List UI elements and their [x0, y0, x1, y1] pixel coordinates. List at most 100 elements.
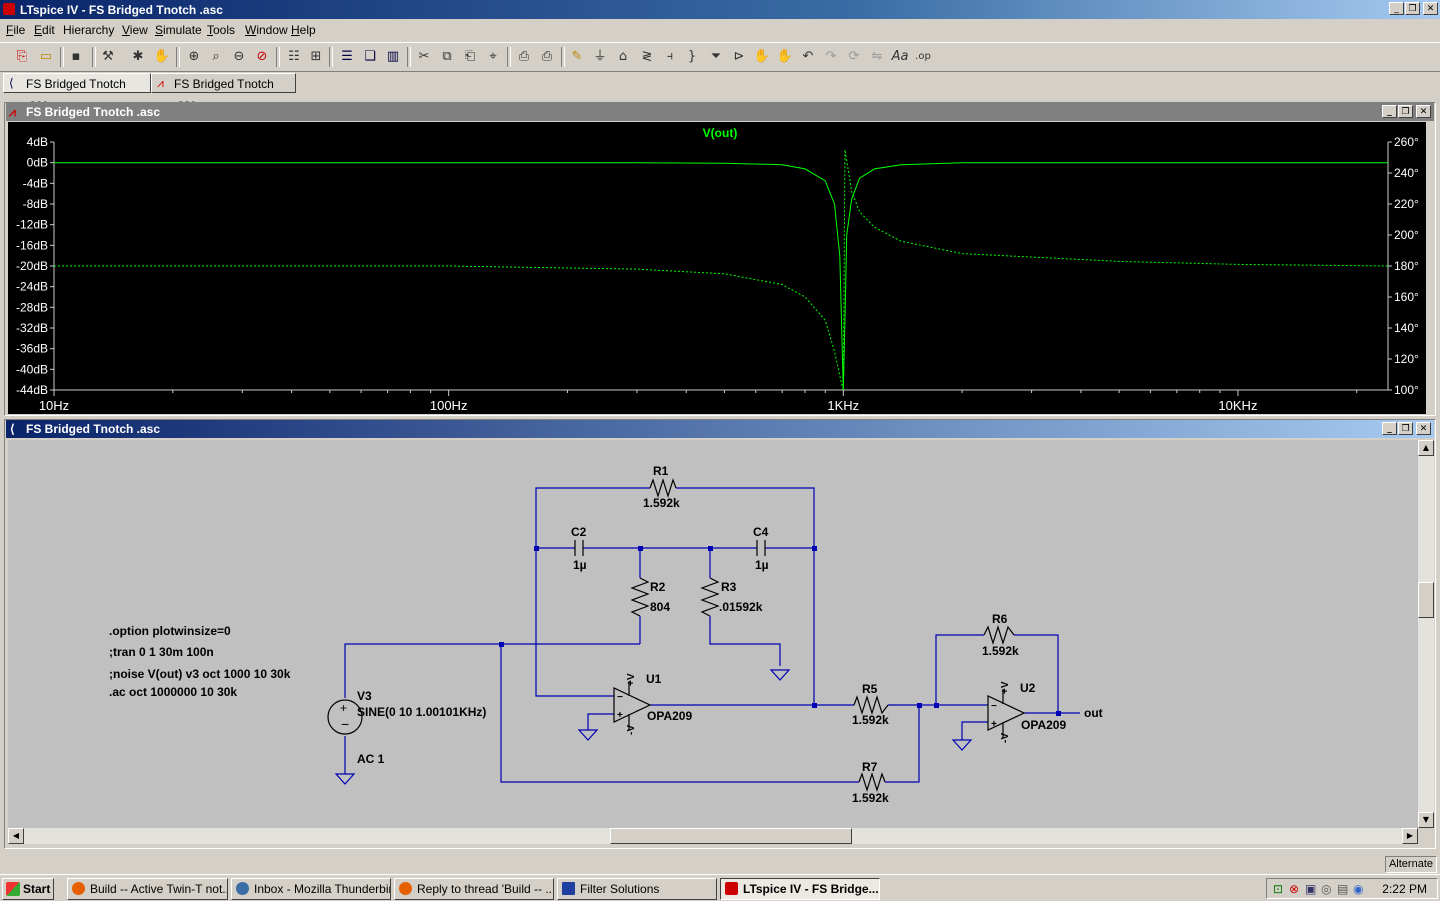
label-net-icon[interactable]: ⌂: [618, 49, 628, 64]
v3-value[interactable]: SINE(0 10 1.00101KHz): [357, 705, 486, 719]
new-schematic-icon[interactable]: ⎘: [16, 49, 28, 64]
printer-icon[interactable]: ▤: [1337, 882, 1349, 896]
minimize-button[interactable]: _: [1389, 2, 1404, 15]
pan-icon[interactable]: ⌕: [212, 49, 220, 64]
menu-view[interactable]: View: [122, 23, 148, 37]
waveform-plot[interactable]: V(out) 4dB0dB-4dB-8dB-12dB-16dB-20dB-24d…: [8, 122, 1426, 414]
zoom-out-icon[interactable]: ⊖: [233, 49, 245, 64]
redo-icon[interactable]: ↷: [825, 49, 837, 64]
cut-icon[interactable]: ✂: [418, 49, 430, 64]
c4-value[interactable]: 1µ: [755, 558, 769, 572]
menu-file[interactable]: File: [6, 23, 26, 37]
wire-pencil-icon[interactable]: ✎: [571, 49, 583, 64]
run-icon[interactable]: ✱: [132, 49, 144, 64]
schematic-close-button[interactable]: ✕: [1416, 422, 1431, 435]
bluetooth-icon[interactable]: ◉: [1353, 882, 1364, 896]
clock[interactable]: 2:22 PM: [1382, 882, 1427, 896]
schematic-canvas[interactable]: + − R1 1.592k C2 1µ C4 1µ R2 804 R3 .015…: [8, 440, 1418, 828]
task-thunderbird-inbox[interactable]: Inbox - Mozilla Thunderbird: [231, 878, 391, 900]
grid-icon[interactable]: ⊞: [310, 49, 322, 64]
capacitor-icon[interactable]: ⫞: [666, 49, 674, 64]
r3-value[interactable]: .01592k: [719, 600, 763, 614]
task-ltspice[interactable]: LTspice IV - FS Bridge...: [720, 878, 880, 900]
phase-trace[interactable]: [54, 149, 1389, 391]
mirror-icon[interactable]: ⇋: [871, 49, 883, 64]
net-label-out[interactable]: out: [1084, 706, 1103, 720]
zoom-area-icon[interactable]: ⊕: [188, 49, 200, 64]
r5-name[interactable]: R5: [862, 682, 878, 696]
u2-model[interactable]: OPA209: [1021, 718, 1066, 732]
rotate-icon[interactable]: ⟳: [848, 49, 860, 64]
opamp-u1-symbol[interactable]: [613, 687, 652, 723]
print-icon[interactable]: ⎙: [541, 49, 553, 64]
scroll-up-button[interactable]: ▲: [1418, 440, 1434, 456]
u2-name[interactable]: U2: [1020, 681, 1036, 695]
copy-icon[interactable]: ⧉: [442, 49, 452, 64]
open-icon[interactable]: ▭: [39, 49, 53, 64]
r1-value[interactable]: 1.592k: [643, 496, 680, 510]
c2-value[interactable]: 1µ: [573, 558, 587, 572]
r6-value[interactable]: 1.592k: [982, 644, 1019, 658]
paste-icon[interactable]: ⎗: [464, 49, 476, 64]
c2-name[interactable]: C2: [571, 525, 587, 539]
menu-edit[interactable]: Edit: [34, 23, 55, 37]
component-icon[interactable]: ⊳: [733, 49, 745, 64]
resistor-r5-symbol[interactable]: [853, 694, 889, 716]
horizontal-scroll-thumb[interactable]: [610, 828, 852, 844]
menu-hierarchy[interactable]: Hierarchy: [63, 23, 115, 37]
directive-tran[interactable]: ;tran 0 1 30m 100n: [109, 645, 214, 659]
tab-waveform[interactable]: ⩘ FS Bridged Tnotch .asc: [151, 73, 296, 111]
plot-minimize-button[interactable]: _: [1382, 105, 1397, 118]
scroll-down-button[interactable]: ▼: [1418, 812, 1434, 828]
scroll-left-button[interactable]: ◀: [8, 828, 24, 844]
menu-simulate[interactable]: Simulate: [155, 23, 202, 37]
scroll-right-button[interactable]: ▶: [1402, 828, 1418, 844]
r1-name[interactable]: R1: [653, 464, 669, 478]
r7-name[interactable]: R7: [862, 760, 878, 774]
u1-name[interactable]: U1: [646, 672, 662, 686]
r6-name[interactable]: R6: [992, 612, 1008, 626]
halt-icon[interactable]: ✋: [153, 49, 171, 64]
menu-window[interactable]: Window: [245, 23, 288, 37]
r5-value[interactable]: 1.592k: [852, 713, 889, 727]
menu-tools[interactable]: Tools: [207, 23, 236, 37]
r2-value[interactable]: 804: [650, 600, 670, 614]
start-button[interactable]: Start: [2, 878, 54, 900]
display-icon[interactable]: ▣: [1305, 882, 1317, 896]
task-firefox-build[interactable]: Build -- Active Twin-T not...: [67, 878, 228, 900]
ltspice-app-icon[interactable]: [3, 3, 15, 15]
r3-name[interactable]: R3: [721, 580, 737, 594]
tile-horizontal-icon[interactable]: ☰: [341, 49, 353, 64]
directive-option[interactable]: .option plotwinsize=0: [109, 624, 231, 638]
cascade-icon[interactable]: ❏: [364, 49, 376, 64]
resistor-r3-symbol[interactable]: [700, 577, 720, 617]
plot-close-button[interactable]: ✕: [1416, 105, 1431, 118]
safely-remove-icon[interactable]: ◎: [1321, 882, 1332, 896]
zoom-fit-icon[interactable]: ⊘: [256, 49, 268, 64]
task-filter-solutions[interactable]: Filter Solutions: [557, 878, 717, 900]
undo-icon[interactable]: ↶: [802, 49, 814, 64]
schematic-restore-button[interactable]: ❐: [1398, 422, 1413, 435]
ground-icon[interactable]: ⏚: [593, 49, 607, 64]
inductor-icon[interactable]: }: [687, 49, 697, 64]
resistor-icon[interactable]: ≷: [641, 49, 653, 64]
resistor-r6-symbol[interactable]: [983, 624, 1015, 646]
save-icon[interactable]: ▪: [71, 49, 81, 64]
tab-schematic[interactable]: ⟨ FS Bridged Tnotch .asc: [3, 73, 151, 111]
magnitude-trace[interactable]: [54, 162, 1388, 391]
print-preview-icon[interactable]: ⎙: [518, 49, 530, 64]
find-icon[interactable]: ⌖: [489, 49, 497, 64]
control-panel-icon[interactable]: ⚒: [102, 49, 114, 64]
r7-value[interactable]: 1.592k: [852, 791, 889, 805]
vertical-scrollbar[interactable]: ▲ ▼: [1418, 440, 1434, 828]
resistor-r7-symbol[interactable]: [858, 771, 886, 793]
opamp-u2-symbol[interactable]: [987, 695, 1026, 731]
network-icon[interactable]: ⊡: [1273, 882, 1284, 896]
text-icon[interactable]: Aa: [891, 49, 909, 64]
vertical-scroll-thumb[interactable]: [1418, 582, 1434, 618]
horizontal-scrollbar[interactable]: ◀ ▶: [8, 828, 1418, 844]
c4-name[interactable]: C4: [753, 525, 769, 539]
task-firefox-reply[interactable]: Reply to thread 'Build -- ...: [394, 878, 554, 900]
diode-icon[interactable]: ⏷: [710, 49, 722, 64]
plot-trace-title[interactable]: V(out): [703, 126, 738, 140]
